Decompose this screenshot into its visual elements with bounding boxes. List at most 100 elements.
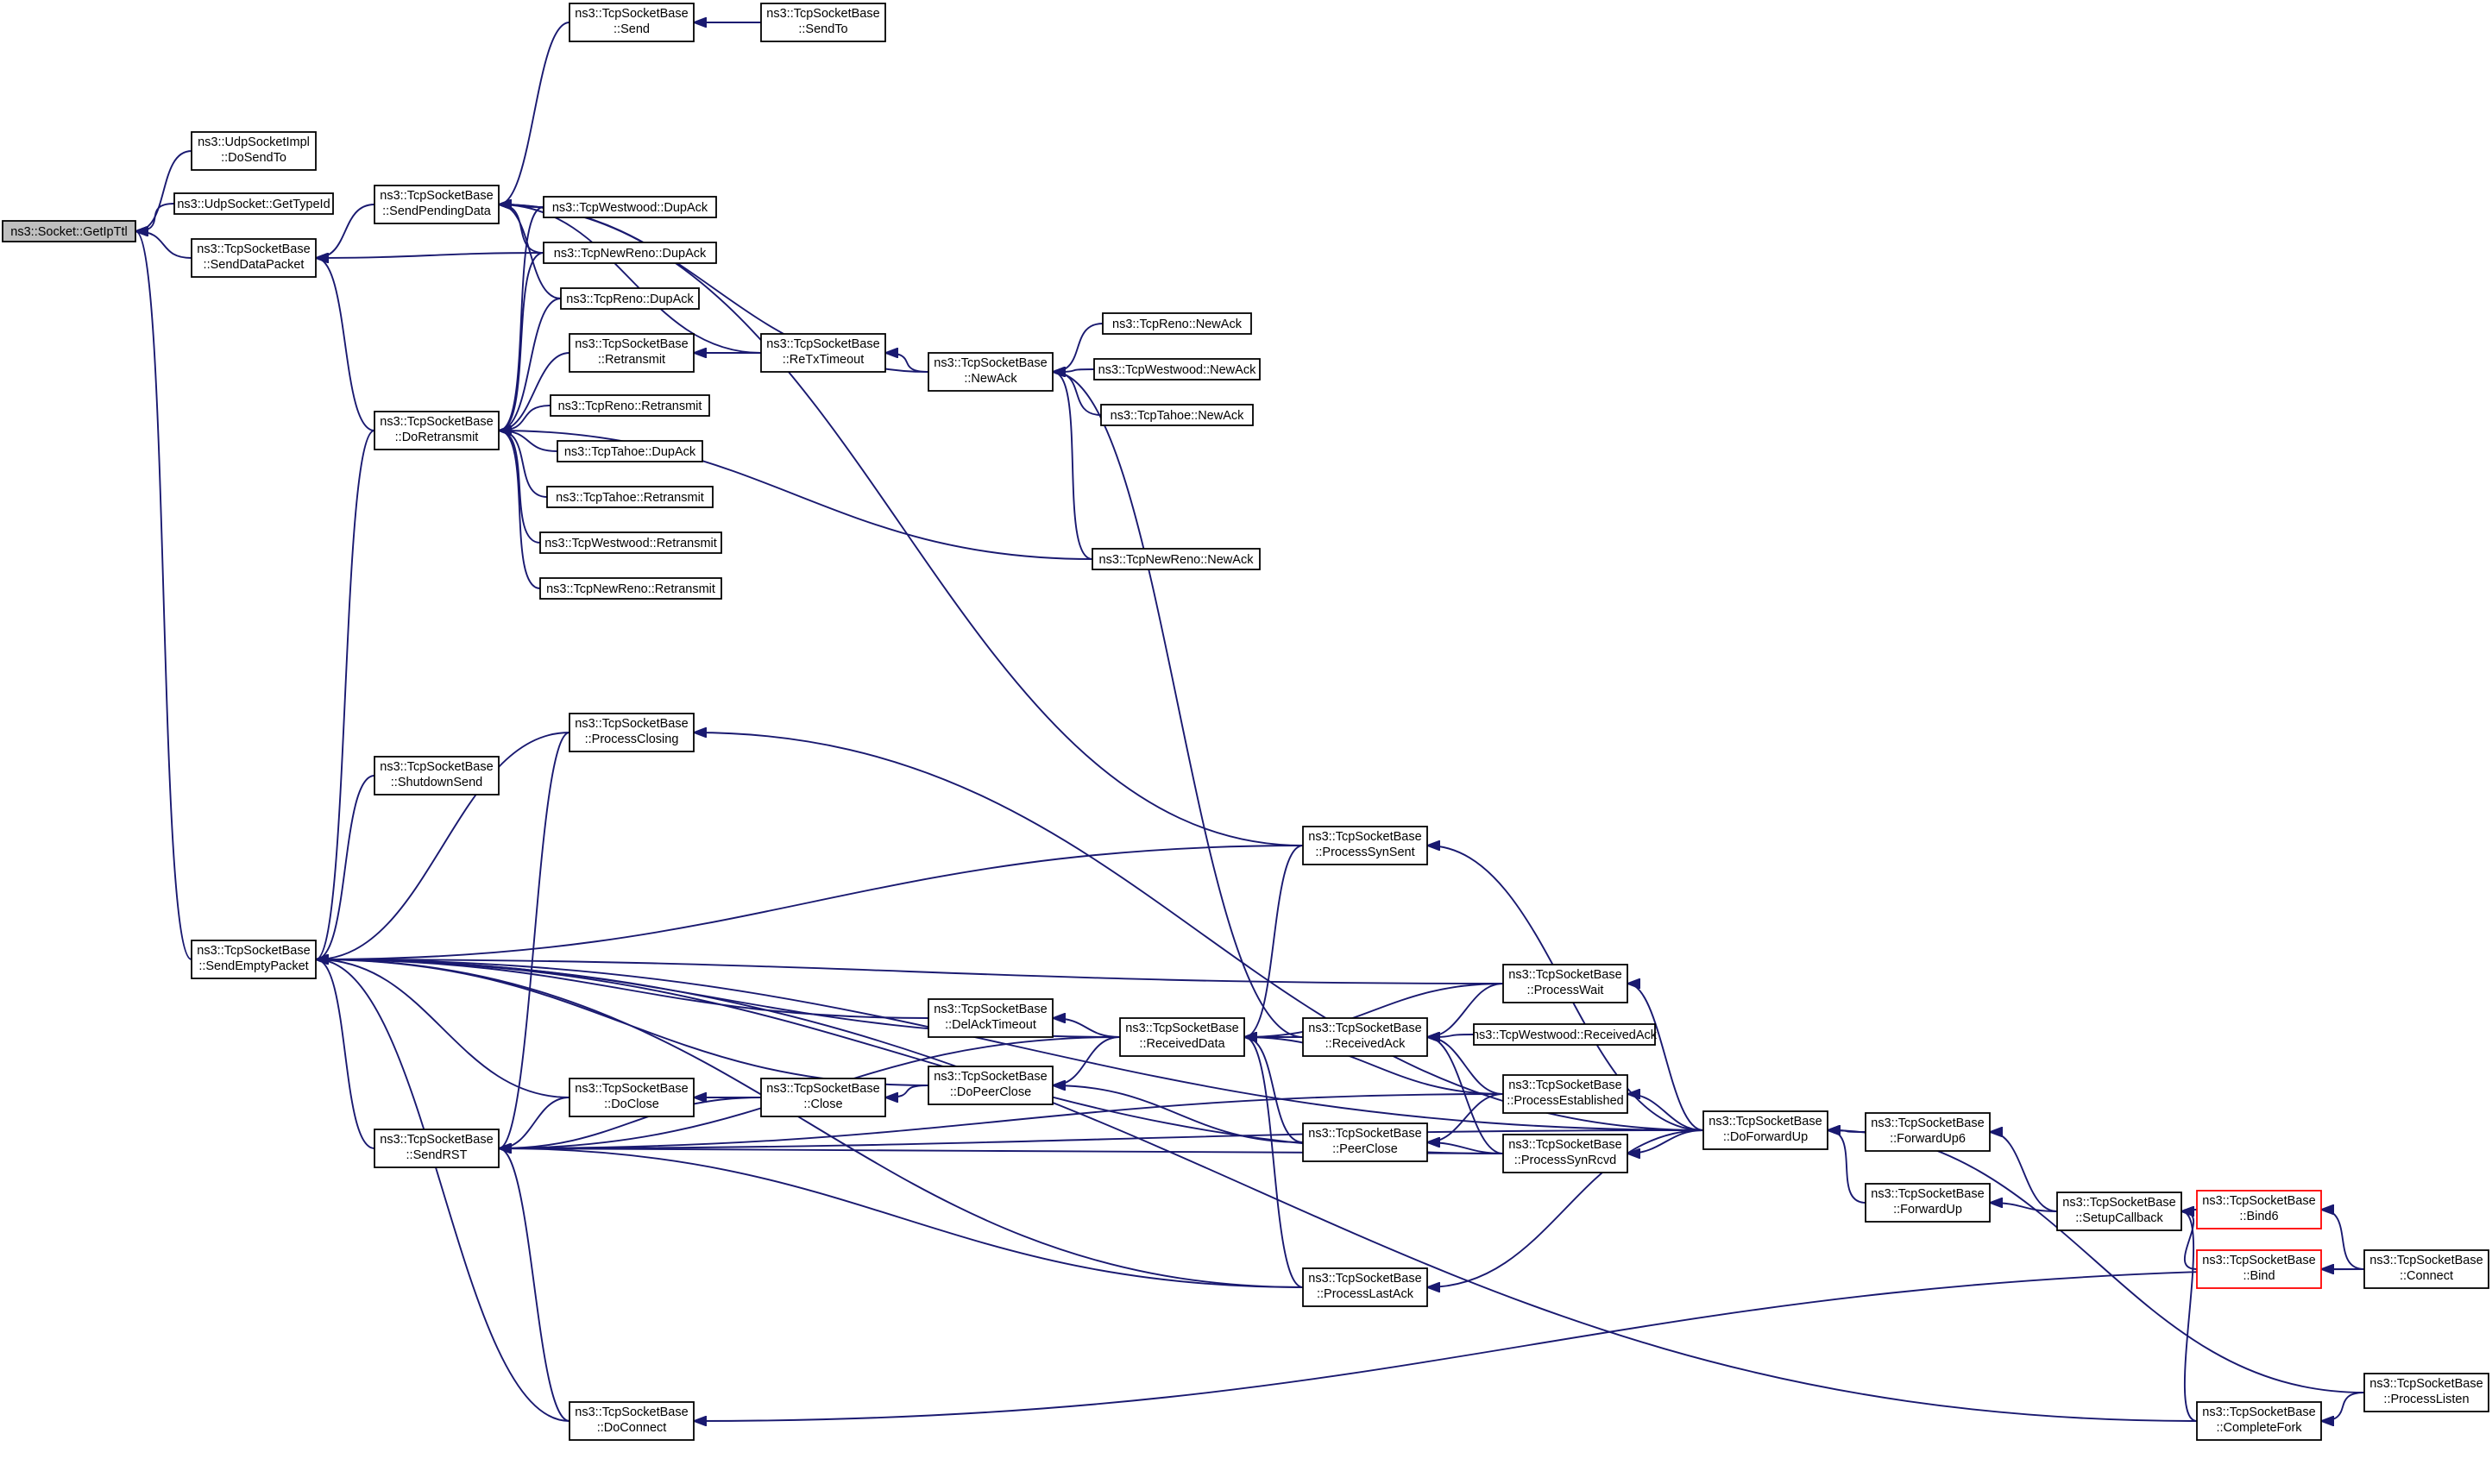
node-setupcallback[interactable]: ns3::TcpSocketBase::SetupCallback xyxy=(2056,1192,2182,1231)
node-label: ns3::TcpSocketBase xyxy=(2062,1196,2175,1210)
edge-connect-to-bind6 xyxy=(2321,1210,2365,1270)
edge-path xyxy=(135,150,192,231)
node-forwardup[interactable]: ns3::TcpSocketBase::ForwardUp xyxy=(1865,1183,1991,1223)
node-processlastack[interactable]: ns3::TcpSocketBase::ProcessLastAck xyxy=(1302,1267,1428,1307)
edge-connect-to-doconnect xyxy=(694,1268,2365,1421)
node-newack[interactable]: ns3::TcpSocketBase::NewAck xyxy=(928,352,1054,392)
node-label: ns3::TcpSocketBase xyxy=(934,1003,1047,1016)
node-box xyxy=(760,1078,886,1117)
node-bind6[interactable]: ns3::TcpSocketBase::Bind6 xyxy=(2196,1190,2322,1229)
edge-setupcallback-to-forwardup xyxy=(1990,1203,2058,1212)
node-sendpendingdata[interactable]: ns3::TcpSocketBase::SendPendingData xyxy=(374,185,500,224)
node-processsynsent[interactable]: ns3::TcpSocketBase::ProcessSynSent xyxy=(1302,826,1428,865)
node-label: ns3::TcpSocketBase xyxy=(1308,830,1421,844)
node-label: ::Bind xyxy=(2243,1269,2275,1283)
node-label: ::SendRST xyxy=(406,1148,468,1162)
node-label: ns3::TcpSocketBase xyxy=(934,1070,1047,1084)
node-box xyxy=(1119,1017,1245,1057)
node-udp-dosendto[interactable]: ns3::UdpSocketImpl::DoSendTo xyxy=(191,131,317,171)
node-send[interactable]: ns3::TcpSocketBase::Send xyxy=(569,3,695,42)
node-newreno-retransmit[interactable]: ns3::TcpNewReno::Retransmit xyxy=(539,577,722,600)
edge-newack-to-retxtimeout xyxy=(885,353,929,373)
node-westwood-dupack[interactable]: ns3::TcpWestwood::DupAck xyxy=(543,196,717,218)
node-processsynrcvd[interactable]: ns3::TcpSocketBase::ProcessSynRcvd xyxy=(1502,1134,1628,1173)
node-box xyxy=(1302,1267,1428,1307)
node-label: ns3::TcpWestwood::Retransmit xyxy=(544,537,717,550)
node-dopeerclose[interactable]: ns3::TcpSocketBase::DoPeerClose xyxy=(928,1066,1054,1105)
edge-path xyxy=(135,203,175,231)
node-receiveddata[interactable]: ns3::TcpSocketBase::ReceivedData xyxy=(1119,1017,1245,1057)
node-tahoe-retransmit[interactable]: ns3::TcpTahoe::Retransmit xyxy=(546,486,714,508)
node-label: ::ForwardUp xyxy=(1893,1203,1962,1217)
node-doconnect[interactable]: ns3::TcpSocketBase::DoConnect xyxy=(569,1401,695,1441)
node-westwood-receivedack[interactable]: ns3::TcpWestwood::ReceivedAck xyxy=(1472,1023,1658,1046)
node-label: ns3::TcpSocketBase xyxy=(1508,968,1621,982)
node-receivedack[interactable]: ns3::TcpSocketBase::ReceivedAck xyxy=(1302,1017,1428,1057)
node-box xyxy=(543,242,717,264)
node-getipttl[interactable]: ns3::Socket::GetIpTtl xyxy=(2,220,136,242)
node-doclose[interactable]: ns3::TcpSocketBase::DoClose xyxy=(569,1078,695,1117)
node-processwait[interactable]: ns3::TcpSocketBase::ProcessWait xyxy=(1502,964,1628,1003)
node-completefork[interactable]: ns3::TcpSocketBase::CompleteFork xyxy=(2196,1401,2322,1441)
node-label: ns3::TcpSocketBase xyxy=(766,1082,879,1096)
edge-path xyxy=(2321,1392,2365,1421)
edge-path xyxy=(1427,1142,1504,1154)
node-retxtimeout[interactable]: ns3::TcpSocketBase::ReTxTimeout xyxy=(760,333,886,373)
node-shutdownsend[interactable]: ns3::TcpSocketBase::ShutdownSend xyxy=(374,756,500,795)
edge-doforwardup-to-processestablished xyxy=(1627,1094,1704,1131)
node-label: ns3::TcpSocketBase xyxy=(1709,1115,1822,1129)
edge-doclose-to-sendemptypacket xyxy=(316,959,570,1098)
node-udp-gettypeid[interactable]: ns3::UdpSocket::GetTypeId xyxy=(173,192,334,215)
node-reno-dupack[interactable]: ns3::TcpReno::DupAck xyxy=(560,287,700,310)
node-box xyxy=(550,394,710,417)
node-label: ns3::TcpSocketBase xyxy=(766,7,879,21)
node-box xyxy=(928,998,1054,1038)
node-senddatapacket[interactable]: ns3::TcpSocketBase::SendDataPacket xyxy=(191,238,317,278)
node-tahoe-newack[interactable]: ns3::TcpTahoe::NewAck xyxy=(1100,404,1254,426)
node-box xyxy=(760,333,886,373)
node-forwardup6[interactable]: ns3::TcpSocketBase::ForwardUp6 xyxy=(1865,1112,1991,1152)
edge-path xyxy=(1244,1037,1304,1143)
edge-processlastack-to-sendemptypacket xyxy=(316,959,1304,1288)
node-label: ::ProcessWait xyxy=(1527,984,1604,997)
node-label: ::ProcessSynSent xyxy=(1315,846,1414,859)
node-box xyxy=(191,238,317,278)
node-label: ::DoSendTo xyxy=(221,151,286,165)
node-newreno-newack[interactable]: ns3::TcpNewReno::NewAck xyxy=(1092,548,1261,570)
node-retransmit[interactable]: ns3::TcpSocketBase::Retransmit xyxy=(569,333,695,373)
node-processlisten[interactable]: ns3::TcpSocketBase::ProcessListen xyxy=(2363,1373,2489,1412)
node-label: ns3::TcpReno::Retransmit xyxy=(558,399,702,413)
edge-path xyxy=(499,1093,1504,1148)
edge-doretransmit-to-sendemptypacket xyxy=(316,430,375,959)
node-doretransmit[interactable]: ns3::TcpSocketBase::DoRetransmit xyxy=(374,411,500,450)
node-processestablished[interactable]: ns3::TcpSocketBase::ProcessEstablished xyxy=(1502,1074,1628,1114)
edge-path xyxy=(885,1085,929,1097)
edge-dopeerclose-to-close xyxy=(885,1085,929,1097)
node-reno-newack[interactable]: ns3::TcpReno::NewAck xyxy=(1102,312,1252,335)
node-delacktimeout[interactable]: ns3::TcpSocketBase::DelAckTimeout xyxy=(928,998,1054,1038)
edge-path xyxy=(499,431,1093,560)
node-sendto[interactable]: ns3::TcpSocketBase::SendTo xyxy=(760,3,886,42)
node-reno-retransmit[interactable]: ns3::TcpReno::Retransmit xyxy=(550,394,710,417)
node-label: ns3::TcpSocketBase xyxy=(1871,1187,1984,1201)
node-tahoe-dupack[interactable]: ns3::TcpTahoe::DupAck xyxy=(557,440,703,462)
edge-path xyxy=(499,1129,1704,1148)
node-sendrst[interactable]: ns3::TcpSocketBase::SendRST xyxy=(374,1129,500,1168)
node-newreno-dupack[interactable]: ns3::TcpNewReno::DupAck xyxy=(543,242,717,264)
node-label: ns3::TcpSocketBase xyxy=(1308,1272,1421,1286)
node-bind[interactable]: ns3::TcpSocketBase::Bind xyxy=(2196,1249,2322,1289)
node-close[interactable]: ns3::TcpSocketBase::Close xyxy=(760,1078,886,1117)
edge-sendrst-to-sendemptypacket xyxy=(316,959,375,1149)
node-label: ::ReTxTimeout xyxy=(783,353,865,367)
node-doforwardup[interactable]: ns3::TcpSocketBase::DoForwardUp xyxy=(1702,1110,1828,1150)
node-westwood-newack[interactable]: ns3::TcpWestwood::NewAck xyxy=(1093,358,1261,380)
edge-path xyxy=(499,252,544,431)
node-peerclose[interactable]: ns3::TcpSocketBase::PeerClose xyxy=(1302,1122,1428,1162)
node-westwood-retransmit[interactable]: ns3::TcpWestwood::Retransmit xyxy=(539,531,722,554)
node-connect[interactable]: ns3::TcpSocketBase::Connect xyxy=(2363,1249,2489,1289)
edge-newreno-retransmit-to-doretransmit xyxy=(499,431,541,589)
node-label: ::DoPeerClose xyxy=(950,1085,1031,1099)
node-sendemptypacket[interactable]: ns3::TcpSocketBase::SendEmptyPacket xyxy=(191,940,317,979)
node-processclosing[interactable]: ns3::TcpSocketBase::ProcessClosing xyxy=(569,713,695,752)
